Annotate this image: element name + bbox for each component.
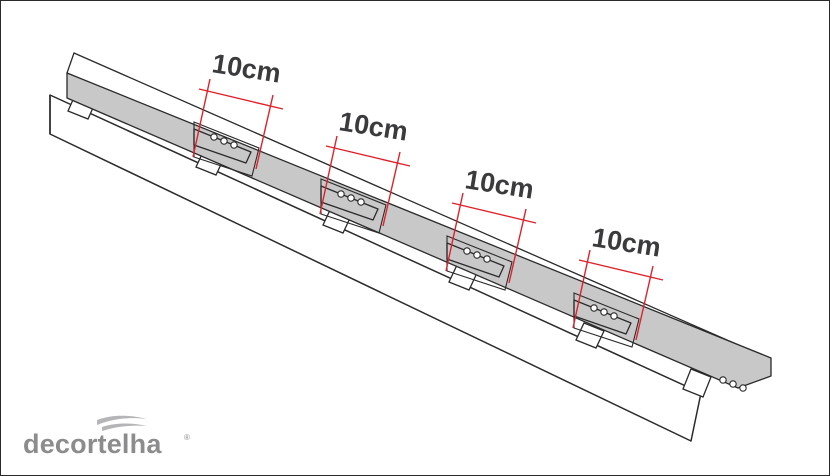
battens <box>67 92 712 398</box>
dimension-2 <box>319 135 411 227</box>
logo-registered-mark: ® <box>184 433 190 442</box>
overlap-label-4: 10cm <box>590 222 663 262</box>
dimension-1 <box>192 78 284 170</box>
overlap-label-3: 10cm <box>463 164 536 204</box>
overlap-dimensions <box>192 78 664 341</box>
overlap-label-1: 10cm <box>210 48 283 88</box>
dimension-3 <box>445 192 537 284</box>
brand-logo: decortelha ® <box>23 415 190 459</box>
logo-swoosh-icon <box>97 415 147 431</box>
dimension-4 <box>572 249 664 341</box>
overlap-boxes <box>193 121 640 348</box>
tile-profile <box>66 72 772 389</box>
tile-nose-bumps <box>210 133 747 392</box>
roof-deck <box>49 94 702 442</box>
logo-text: decortelha <box>23 429 162 459</box>
overlap-label-2: 10cm <box>337 106 410 146</box>
